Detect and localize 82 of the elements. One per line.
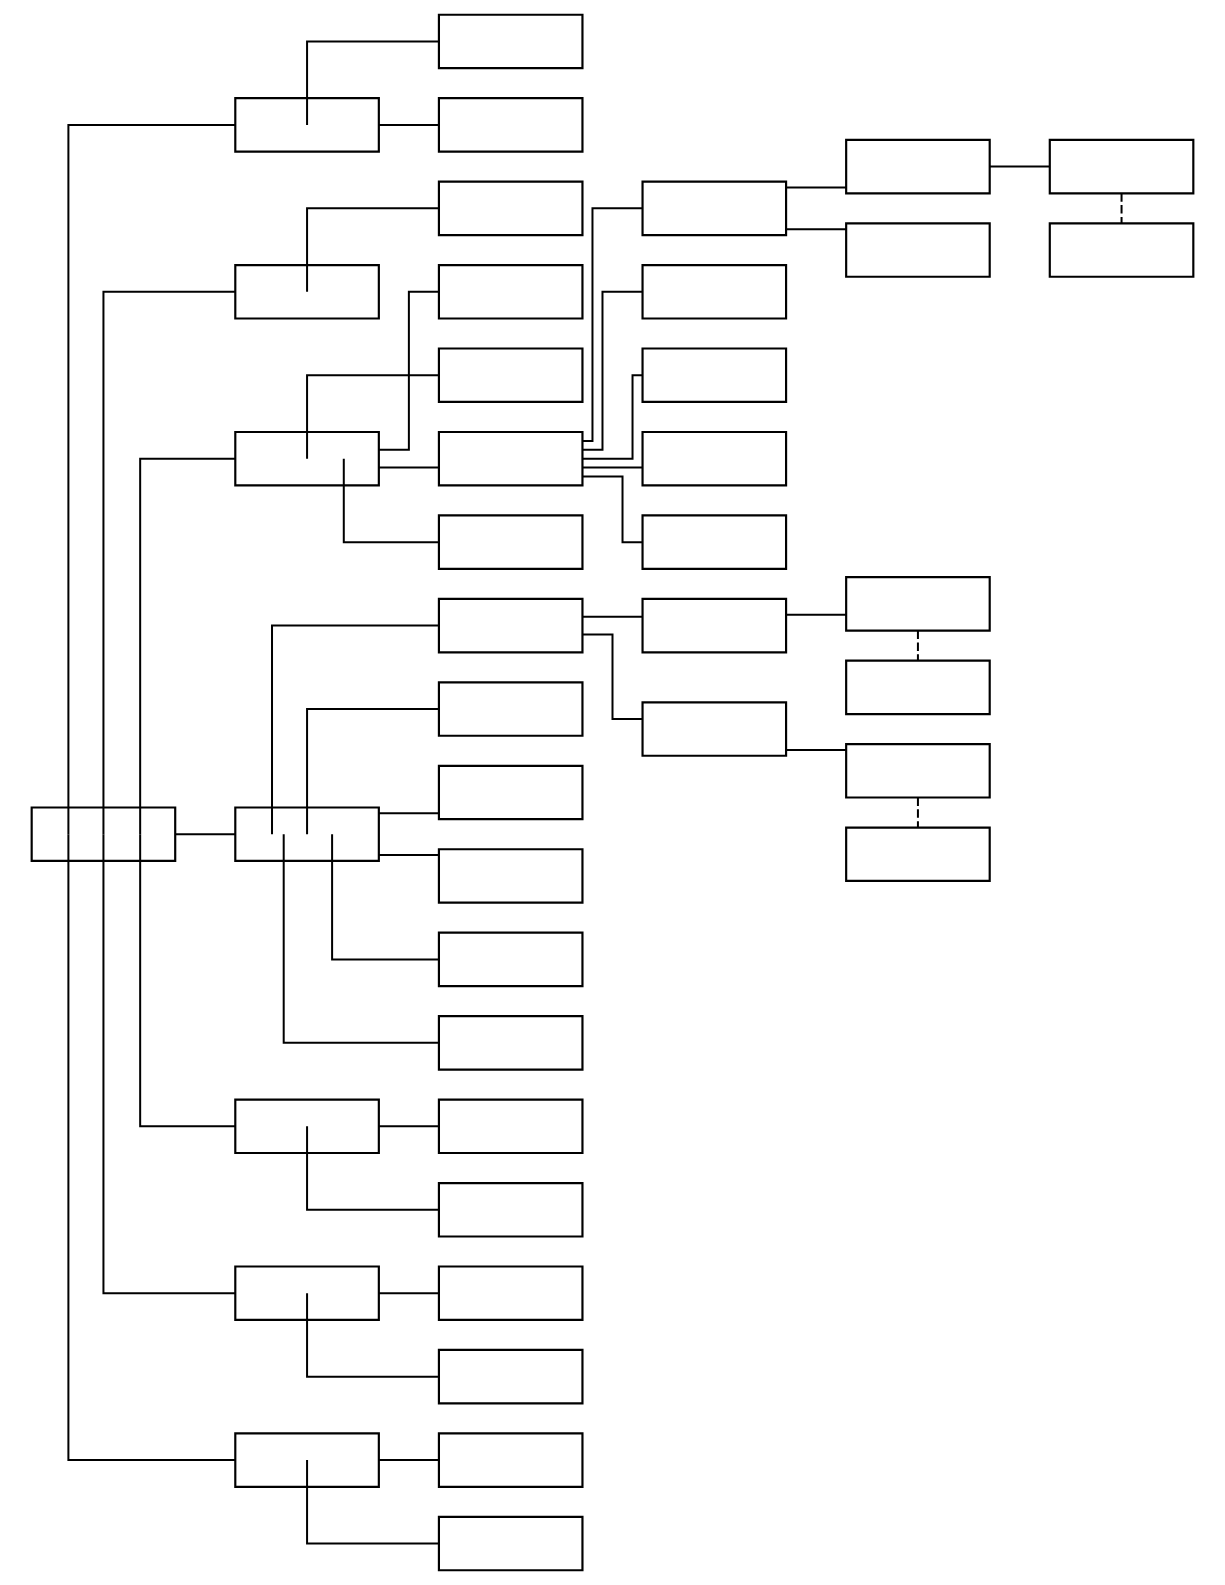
node-box — [845, 138, 991, 195]
connector — [306, 40, 440, 126]
connector — [102, 833, 237, 1295]
connector — [581, 207, 644, 442]
node-box — [437, 1015, 584, 1071]
node-box — [234, 1098, 380, 1155]
node-box — [437, 931, 584, 988]
connector — [306, 207, 440, 293]
node-box — [437, 681, 584, 737]
node-box — [845, 659, 991, 716]
connector — [377, 123, 440, 126]
connector — [306, 1292, 440, 1378]
connector — [377, 290, 440, 451]
node-box — [437, 1348, 584, 1405]
node-box — [437, 597, 584, 654]
connector — [785, 748, 848, 751]
connector — [139, 833, 237, 1128]
node-box — [234, 1432, 380, 1488]
connector — [331, 833, 440, 961]
connector — [785, 228, 848, 231]
node-box — [641, 597, 788, 654]
node-box — [234, 806, 380, 862]
connector — [306, 1125, 440, 1211]
connector — [377, 1292, 440, 1295]
node-box — [234, 1265, 380, 1321]
connector — [581, 374, 644, 460]
node-box — [641, 347, 788, 404]
node-box — [437, 13, 584, 70]
connector — [174, 833, 237, 836]
connector — [785, 186, 848, 189]
node-box — [437, 347, 584, 404]
connector — [306, 374, 440, 460]
node-box — [437, 264, 584, 320]
node-box — [437, 430, 584, 487]
node-box — [437, 180, 584, 237]
connector — [342, 457, 440, 544]
node-box — [845, 826, 991, 883]
connector — [67, 123, 237, 836]
connector — [581, 633, 644, 721]
node-box — [641, 264, 788, 320]
node-box — [641, 180, 788, 237]
node-box — [437, 97, 584, 153]
node-box — [234, 97, 380, 153]
node-box — [437, 1265, 584, 1321]
connector — [139, 457, 237, 836]
node-box — [30, 806, 177, 862]
node-box — [641, 430, 788, 487]
connector — [377, 1459, 440, 1462]
connector — [916, 629, 919, 662]
node-box — [234, 430, 380, 487]
node-box — [641, 701, 788, 757]
node-box — [437, 1098, 584, 1155]
connector — [306, 708, 440, 836]
node-box — [845, 743, 991, 799]
node-box — [437, 1432, 584, 1488]
connector — [581, 290, 644, 451]
node-box — [1048, 222, 1195, 278]
connector — [377, 466, 440, 469]
connector — [988, 165, 1051, 168]
node-box — [437, 514, 584, 570]
connector — [785, 613, 848, 616]
node-box — [437, 1515, 584, 1572]
connector — [102, 290, 237, 836]
connector — [581, 615, 644, 618]
connector — [581, 466, 644, 469]
node-box — [437, 764, 584, 821]
connector — [282, 833, 440, 1044]
connector — [377, 854, 440, 857]
connector — [67, 833, 237, 1462]
node-box — [845, 222, 991, 278]
connector — [1120, 192, 1123, 225]
node-box — [1048, 138, 1195, 195]
connector — [916, 796, 919, 829]
connector — [377, 1125, 440, 1128]
node-box — [234, 264, 380, 320]
connector — [377, 812, 440, 815]
node-box — [437, 1181, 584, 1238]
node-box — [845, 576, 991, 632]
connector — [271, 624, 440, 836]
connector — [306, 1459, 440, 1545]
node-box — [641, 514, 788, 570]
node-box — [437, 848, 584, 904]
